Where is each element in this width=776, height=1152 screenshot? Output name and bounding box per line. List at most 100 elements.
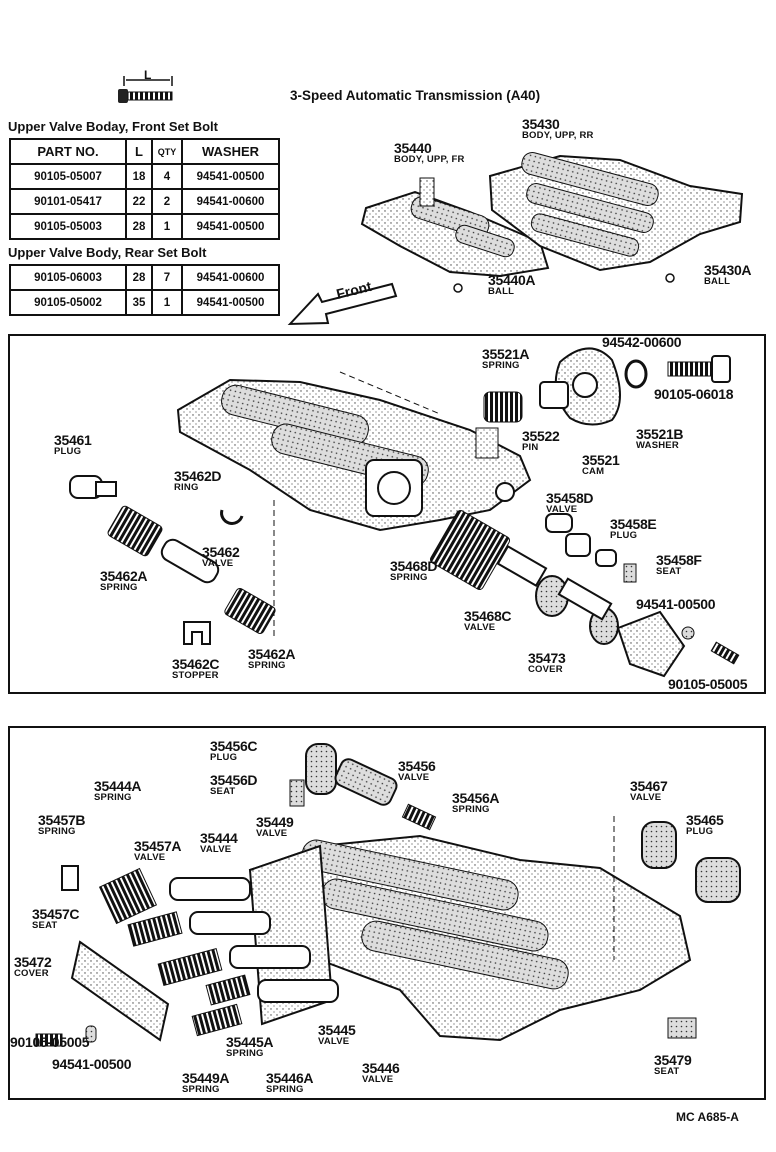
- part-name: VALVE: [464, 622, 496, 633]
- part-number: 35430: [522, 116, 560, 132]
- cell: 4: [151, 163, 183, 190]
- part-name: VALVE: [546, 504, 578, 515]
- upper-valve-body-front-drawing: [360, 177, 550, 278]
- part-name: VALVE: [256, 828, 288, 839]
- part-name: RING: [174, 482, 199, 493]
- part-number: 35457A: [134, 838, 182, 854]
- part-number: 94542-00600: [602, 334, 682, 350]
- bolt-icon: [118, 76, 173, 103]
- part-label: 90105-05005: [10, 1034, 90, 1050]
- part-number: 35467: [630, 778, 668, 794]
- part-name: COVER: [14, 968, 49, 979]
- cell: 35: [125, 289, 153, 316]
- part-number: 35462A: [100, 568, 148, 584]
- springs-and-valves-bottom-drawing: [35, 865, 339, 1047]
- page-title: 3-Speed Automatic Transmission (A40): [290, 88, 541, 103]
- part-number: 35522: [522, 428, 560, 444]
- cam-drawing: [483, 347, 621, 426]
- cell: 1: [151, 213, 183, 240]
- part-name: PIN: [522, 442, 539, 453]
- washer-and-bolt-drawing: [624, 355, 731, 389]
- part-name: PLUG: [210, 752, 238, 763]
- part-number: 35521A: [482, 346, 530, 362]
- part-number: 35521B: [636, 426, 684, 442]
- part-number: 35449A: [182, 1070, 230, 1086]
- part-number: 35462: [202, 544, 240, 560]
- part-number: 35456D: [210, 772, 258, 788]
- part-name: SPRING: [38, 826, 76, 837]
- part-number: 35457C: [32, 906, 80, 922]
- cell: 22: [125, 188, 153, 215]
- part-number: 35456: [398, 758, 436, 774]
- part-number: 35445A: [226, 1034, 274, 1050]
- part-name: BALL: [704, 276, 731, 287]
- part-number: 94541-00500: [52, 1056, 132, 1072]
- figure-code: MC A685-A: [676, 1110, 739, 1124]
- cell: 1: [151, 289, 183, 316]
- part-name: PLUG: [54, 446, 82, 457]
- col-washer: WASHER: [181, 138, 280, 165]
- valve-train-drawing: [429, 509, 740, 678]
- part-label: 94542-00600: [602, 334, 682, 350]
- part-name: BALL: [488, 286, 515, 297]
- col-part-no: PART NO.: [9, 138, 127, 165]
- part-name: PLUG: [610, 530, 638, 541]
- part-name: VALVE: [398, 772, 430, 783]
- part-number: 35468D: [390, 558, 438, 574]
- cell: 94541-00500: [181, 163, 280, 190]
- part-name: SPRING: [390, 572, 428, 583]
- part-name: VALVE: [362, 1074, 394, 1085]
- part-number: 35462D: [174, 468, 222, 484]
- part-number: 35458F: [656, 552, 702, 568]
- part-number: 35456A: [452, 790, 500, 806]
- part-name: STOPPER: [172, 670, 219, 681]
- upper-valve-body-rear-drawing: [488, 152, 744, 272]
- part-number: 35449: [256, 814, 294, 830]
- part-name: SPRING: [226, 1048, 264, 1059]
- cell: 90105-05007: [9, 163, 127, 190]
- part-number: 35446A: [266, 1070, 314, 1086]
- part-name: WASHER: [636, 440, 679, 451]
- part-name: SEAT: [32, 920, 58, 931]
- part-name: SPRING: [182, 1084, 220, 1095]
- part-label: 94541-00500: [52, 1056, 132, 1072]
- part-name: CAM: [582, 466, 605, 477]
- part-number: 35521: [582, 452, 620, 468]
- plug-valve-bottom-drawing: [289, 743, 741, 1039]
- cell: 94541-00600: [181, 264, 280, 291]
- part-name: SPRING: [248, 660, 286, 671]
- part-label: 94541-00500: [636, 596, 716, 612]
- cell: 90105-05002: [9, 289, 127, 316]
- part-number: 35458E: [610, 516, 657, 532]
- bottom-section-frame: [8, 726, 766, 1100]
- part-number: 35440: [394, 140, 432, 156]
- part-name: SPRING: [452, 804, 490, 815]
- part-number: 35465: [686, 812, 724, 828]
- cell: 94541-00500: [181, 289, 280, 316]
- part-number: 35458D: [546, 490, 594, 506]
